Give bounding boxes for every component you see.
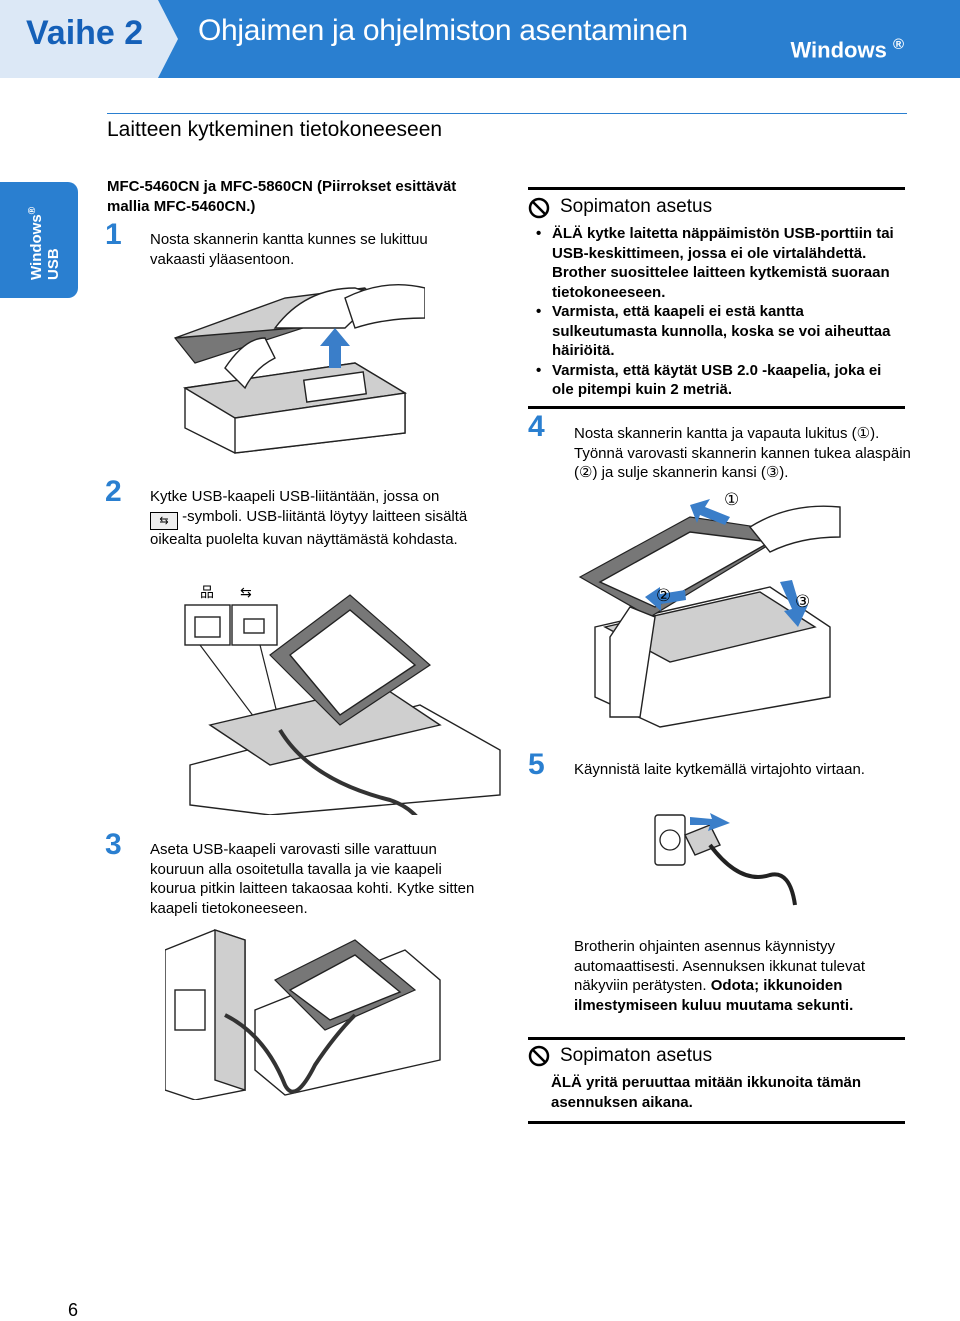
svg-text:品: 品 <box>200 585 214 601</box>
callout-2: ② <box>656 586 672 605</box>
figure-lift-scanner <box>173 284 425 454</box>
caution-2-bottom-rule <box>528 1121 905 1124</box>
os-label: Windows ® <box>790 36 904 63</box>
caution-1-bullet: Varmista, että käytät USB 2.0 -kaapelia,… <box>530 361 905 400</box>
side-tab-label: Windows®USB <box>27 206 62 280</box>
prohibited-icon <box>528 197 550 219</box>
step-1-text: Nosta skannerin kantta kunnes se lukittu… <box>150 231 428 268</box>
step-label: Vaihe 2 <box>26 14 144 52</box>
caution-1-top-rule <box>528 187 905 190</box>
section-title: Laitteen kytkeminen tietokoneeseen <box>107 118 443 141</box>
side-tab <box>0 182 78 298</box>
caution-2-title: Sopimaton asetus <box>560 1045 713 1066</box>
step-number-1: 1 <box>105 218 122 251</box>
page-number: 6 <box>68 1300 79 1320</box>
step-5-text: Käynnistä laite kytkemällä virtajohto vi… <box>574 761 865 778</box>
caution-2-text: ÄLÄ yritä peruuttaa mitään ikkunoita täm… <box>551 1074 862 1111</box>
step-number-4: 4 <box>528 410 545 443</box>
caution-1-bullets: ÄLÄ kytke laitetta näppäimistön USB-port… <box>530 224 905 400</box>
step-2-text: Kytke USB-kaapeli USB-liitäntään, jossa … <box>150 488 468 548</box>
figure-close-scanner <box>578 499 841 728</box>
step-tab-shape <box>0 0 178 78</box>
svg-text:⇆: ⇆ <box>240 585 252 601</box>
caution-2-top-rule <box>528 1037 905 1040</box>
figure-power-plug <box>654 813 797 906</box>
figure-usb-port: 品 ⇆ <box>184 585 501 815</box>
callout-3: ③ <box>795 592 811 611</box>
prohibited-icon <box>528 1045 550 1067</box>
callout-1: ① <box>724 490 740 509</box>
step-4-text: Nosta skannerin kantta ja vapauta lukitu… <box>574 425 911 481</box>
step-number-2: 2 <box>105 475 122 508</box>
section-rule <box>107 113 907 114</box>
caution-1-bullet: Varmista, että kaapeli ei estä kantta su… <box>530 302 905 361</box>
page-title: Ohjaimen ja ohjelmiston asentaminen <box>198 14 688 47</box>
step-3-text: Aseta USB-kaapeli varovasti sille varatt… <box>150 841 475 917</box>
caution-1-bullet: ÄLÄ kytke laitetta näppäimistön USB-port… <box>530 224 905 302</box>
caution-1-title: Sopimaton asetus <box>560 196 713 217</box>
figure-pc-connection <box>165 929 441 1100</box>
usb-symbol-icon: ⇆ <box>150 511 178 530</box>
install-note: Brotherin ohjainten asennus käynnistyy a… <box>574 938 866 1014</box>
step-number-3: 3 <box>105 828 122 861</box>
step-number-5: 5 <box>528 748 545 781</box>
model-intro: MFC-5460CN ja MFC-5860CN (Piirrokset esi… <box>107 178 457 215</box>
caution-1-bottom-rule <box>528 406 905 409</box>
